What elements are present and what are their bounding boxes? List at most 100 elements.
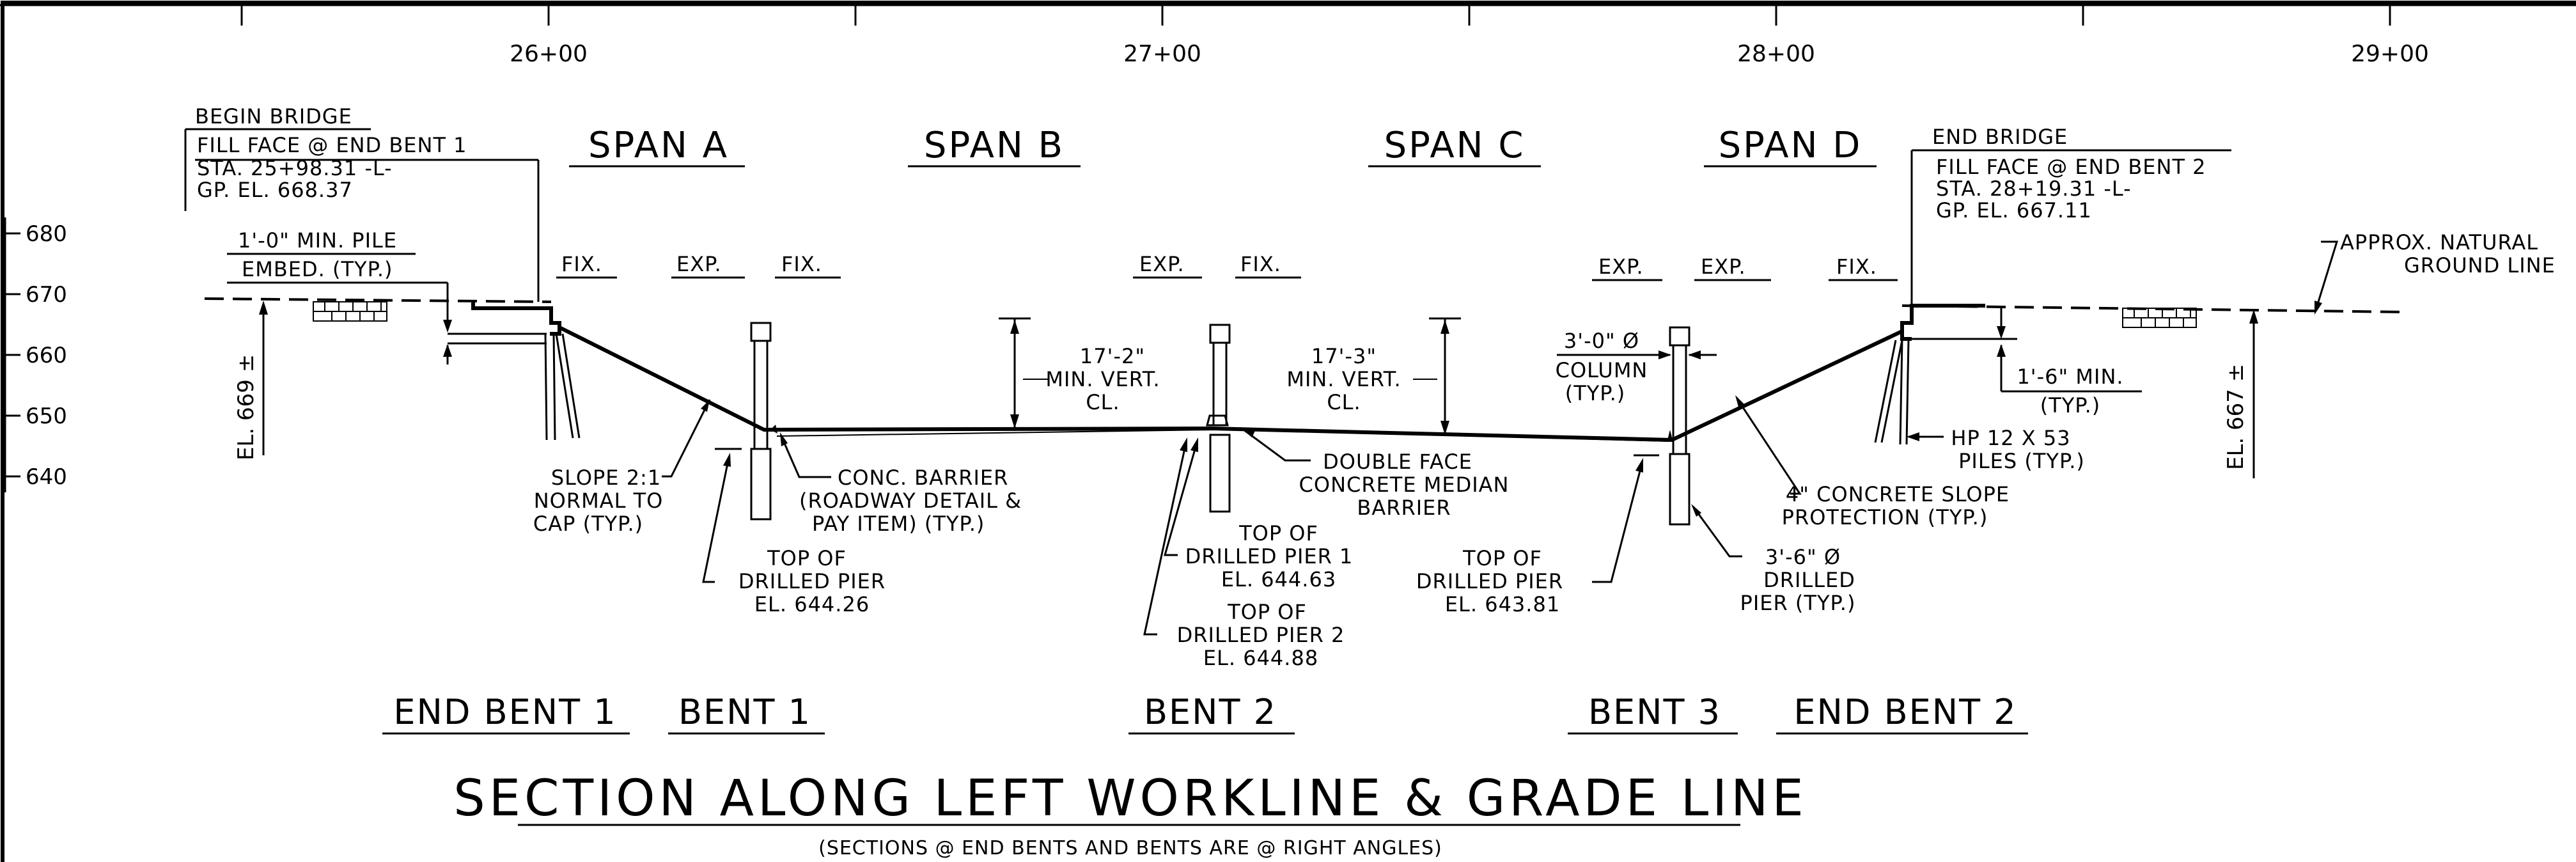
pile-batter-right xyxy=(1880,340,1903,443)
pile-batter-right xyxy=(1874,340,1897,443)
arrow xyxy=(1635,458,1643,473)
column-note: 3'-0" Ø COLUMN (TYP.) xyxy=(1556,329,1717,405)
elevation-label: 680 xyxy=(26,221,67,247)
arrow xyxy=(723,453,731,467)
approach-slab-right xyxy=(1900,304,1985,341)
note-line: DRILLED PIER 2 xyxy=(1177,623,1345,647)
note-line: DRILLED PIER 1 xyxy=(1185,544,1354,568)
note-line: PIER (TYP.) xyxy=(1740,591,1856,615)
arrow xyxy=(1691,504,1701,517)
arrow xyxy=(1240,427,1255,437)
fixity-label: EXP. xyxy=(1139,252,1185,276)
arrow xyxy=(1010,320,1019,334)
bent-1-structure xyxy=(750,322,777,521)
bent-label: BENT 1 xyxy=(678,692,811,732)
el-right: EL. 667 ± xyxy=(2223,364,2249,470)
note-line: TOP OF xyxy=(767,546,847,570)
median-barrier-note: DOUBLE FACE CONCRETE MEDIAN BARRIER xyxy=(1240,427,1508,520)
note-line: DRILLED PIER xyxy=(1416,569,1563,593)
fixity-label: FIX. xyxy=(1240,252,1281,276)
leader xyxy=(1164,442,1198,556)
arrow xyxy=(1440,421,1449,435)
span-label: SPAN B xyxy=(924,125,1065,166)
note-line: 3'-0" Ø xyxy=(1564,329,1639,353)
note-line: GROUND LINE xyxy=(2404,253,2556,278)
fixity-label: EXP. xyxy=(1701,255,1746,279)
pile-batter-left xyxy=(555,333,574,439)
bent-cap xyxy=(1209,324,1231,344)
note-line: DRILLED xyxy=(1763,568,1855,592)
note-line: CL. xyxy=(1327,390,1361,414)
note-line: TOP OF xyxy=(1238,521,1318,545)
clearance-span-c: 17'-3" MIN. VERT. CL. xyxy=(1286,317,1461,435)
drilled-pier xyxy=(1209,434,1231,513)
span-labels: SPAN A SPAN B SPAN C SPAN D xyxy=(569,125,1877,168)
end-bridge-title: END BRIDGE xyxy=(1932,125,2068,149)
arrow xyxy=(1688,350,1701,359)
conc-barrier-note: CONC. BARRIER (ROADWAY DETAIL & PAY ITEM… xyxy=(780,432,1021,536)
note-line: CAP (TYP.) xyxy=(533,512,643,536)
bent-label: END BENT 1 xyxy=(393,692,616,732)
arrow xyxy=(1180,437,1187,452)
begin-bridge-line2: STA. 25+98.31 -L- xyxy=(197,156,393,180)
note-line: PILES (TYP.) xyxy=(1958,449,2085,473)
arrow xyxy=(1659,350,1671,359)
drilled-pier xyxy=(750,448,772,521)
station-label: 26+00 xyxy=(510,41,588,67)
note-line: TOP OF xyxy=(1227,600,1307,624)
arrow xyxy=(1907,432,1919,441)
arrow xyxy=(443,344,452,357)
fixity-label: FIX. xyxy=(781,252,822,276)
arrow xyxy=(780,432,788,446)
bent-3-pier-note: TOP OF DRILLED PIER EL. 643.81 xyxy=(1416,454,1659,616)
ground-hatch-left xyxy=(313,301,387,322)
note-line: PROTECTION (TYP.) xyxy=(1782,505,1988,529)
arrow xyxy=(1735,395,1745,409)
note-line: DOUBLE FACE xyxy=(1323,450,1472,474)
bent-label: BENT 2 xyxy=(1144,692,1277,732)
note-line: 1'-0" MIN. PILE xyxy=(238,228,397,253)
bent-label: END BENT 2 xyxy=(1793,692,2017,732)
deck-underside xyxy=(776,429,1212,437)
deck-underside xyxy=(1249,429,1669,442)
note-line: EL. 643.81 xyxy=(1445,592,1560,616)
end-bent-1-structure xyxy=(448,302,581,441)
note-line: TOP OF xyxy=(1462,546,1542,570)
begin-bridge-title: BEGIN BRIDGE xyxy=(195,104,352,129)
ground-line-left xyxy=(204,297,552,303)
leader xyxy=(1737,399,1802,495)
begin-bridge-line3: GP. EL. 668.37 xyxy=(197,178,353,202)
leader xyxy=(702,457,730,583)
drilled-pier-note: 3'-6" Ø DRILLED PIER (TYP.) xyxy=(1691,504,1855,615)
pile-left xyxy=(544,333,548,441)
natural-ground-note: APPROX. NATURAL GROUND LINE xyxy=(2314,230,2556,315)
fixity-labels: FIX. EXP. FIX. EXP. FIX. EXP. EXP. FIX. xyxy=(556,252,1898,281)
end-bent-2-structure xyxy=(1874,304,1992,445)
span-label: SPAN D xyxy=(1719,125,1862,166)
bent-3-structure xyxy=(1667,326,1690,526)
bent-2-structure xyxy=(1206,324,1231,513)
el-arrow xyxy=(259,301,268,315)
note-line: 17'-2" xyxy=(1080,344,1145,368)
bent-2-pier-notes: TOP OF DRILLED PIER 1 EL. 644.63 TOP OF … xyxy=(1143,437,1354,670)
note-line: BARRIER xyxy=(1357,496,1451,520)
fixity-label: EXP. xyxy=(1598,255,1644,279)
el-left: EL. 669 ± xyxy=(233,354,259,460)
leader xyxy=(1243,428,1311,462)
pile-right xyxy=(1905,340,1910,445)
note-line: DRILLED PIER xyxy=(738,569,886,593)
begin-bridge-callout: BEGIN BRIDGE FILL FACE @ END BENT 1 STA.… xyxy=(184,104,540,302)
deck-grade xyxy=(558,325,1903,443)
barrier-shape xyxy=(770,425,777,434)
station-label: 29+00 xyxy=(2351,41,2429,67)
el-arrow xyxy=(2249,310,2258,324)
note-line: CL. xyxy=(1086,390,1120,414)
bent-1-pier-note: TOP OF DRILLED PIER EL. 644.26 xyxy=(702,448,886,616)
elevation-callouts: EL. 669 ± EL. 667 ± xyxy=(233,301,2258,478)
arrow xyxy=(701,400,710,412)
elevation-scale: 680 670 660 650 640 xyxy=(4,217,67,492)
barrier-shape xyxy=(1667,430,1673,440)
pile-left xyxy=(552,333,556,441)
